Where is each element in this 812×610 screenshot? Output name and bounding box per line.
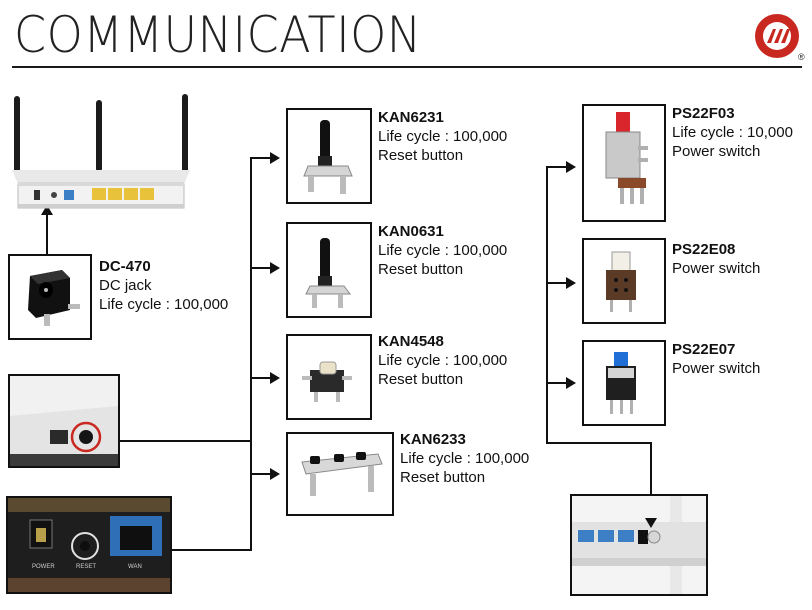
product-name: KAN0631 (378, 223, 444, 240)
connector-reset-trunk (250, 157, 252, 551)
kan0631-image (286, 222, 372, 318)
product-detail: Power switch (672, 360, 761, 377)
product-name: KAN6231 (378, 109, 444, 126)
product-detail: Reset button (400, 469, 486, 486)
product-detail: Life cycle : 100,000 (378, 128, 508, 145)
arrow-up-icon (41, 205, 53, 215)
connector-router-dcjack (46, 212, 48, 254)
product-detail: Reset button (378, 371, 464, 388)
router-back-reset-photo: POWER RESET WAN (6, 496, 172, 594)
ps22e07-image (582, 340, 666, 426)
router-power-button-photo (570, 494, 708, 596)
connector-kan6231 (250, 157, 272, 159)
reset-port-label: RESET (76, 564, 97, 570)
arrow-right-icon (270, 372, 280, 384)
connector-photo-router-back (100, 549, 252, 551)
connector-kan6233 (250, 473, 272, 475)
arrow-right-icon (566, 277, 576, 289)
product-detail: Reset button (378, 147, 464, 164)
connector-ps22e08 (546, 282, 568, 284)
arrow-right-icon (566, 161, 576, 173)
dc470-image (8, 254, 92, 340)
product-detail: Reset button (378, 261, 464, 278)
product-detail: Life cycle : 10,000 (672, 124, 793, 141)
connector-ps22f03 (546, 166, 568, 168)
arrow-down-icon (645, 518, 657, 528)
brand-logo-icon: ® (754, 12, 805, 62)
ps22e08-caption: PS22E08 Power switch (672, 240, 760, 278)
power-port-label: POWER (32, 564, 55, 570)
product-name: PS22F03 (672, 105, 735, 122)
router-image (6, 94, 196, 212)
page-title: COMMUNICATION (14, 6, 422, 64)
arrow-right-icon (270, 468, 280, 480)
product-detail: Power switch (672, 143, 761, 160)
ps22e08-image (582, 238, 666, 324)
connector-photo-router-side (110, 440, 252, 442)
product-name: KAN4548 (378, 333, 444, 350)
connector-ps22e07 (546, 382, 568, 384)
ps22f03-caption: PS22F03 Life cycle : 10,000 Power switch (672, 104, 793, 161)
product-detail: DC jack (99, 277, 152, 294)
kan4548-caption: KAN4548 Life cycle : 100,000 Reset butto… (378, 332, 507, 389)
kan0631-caption: KAN0631 Life cycle : 100,000 Reset butto… (378, 222, 507, 279)
registered-mark: ® (798, 52, 805, 62)
arrow-right-icon (270, 152, 280, 164)
connector-power-trunk (546, 166, 548, 444)
kan6231-image (286, 108, 372, 204)
connector-power-down (650, 442, 652, 520)
product-name: PS22E07 (672, 341, 736, 358)
title-rule (12, 66, 802, 68)
router-side-reset-photo (8, 374, 120, 468)
product-detail: Life cycle : 100,000 (378, 242, 508, 259)
kan6231-caption: KAN6231 Life cycle : 100,000 Reset butto… (378, 108, 507, 165)
kan6233-image (286, 432, 394, 516)
kan6233-caption: KAN6233 Life cycle : 100,000 Reset butto… (400, 430, 529, 487)
product-detail: Life cycle : 100,000 (400, 450, 530, 467)
product-detail: Life cycle : 100,000 (99, 296, 229, 313)
connector-kan0631 (250, 267, 272, 269)
product-name: PS22E08 (672, 241, 736, 258)
product-detail: Life cycle : 100,000 (378, 352, 508, 369)
ps22f03-image (582, 104, 666, 222)
kan4548-image (286, 334, 372, 420)
connector-kan4548 (250, 377, 272, 379)
connector-power-bottom (546, 442, 652, 444)
product-name: DC-470 (99, 258, 151, 275)
arrow-right-icon (566, 377, 576, 389)
wan-port-label: WAN (128, 564, 142, 570)
dc470-caption: DC-470 DC jack Life cycle : 100,000 (99, 257, 228, 314)
ps22e07-caption: PS22E07 Power switch (672, 340, 760, 378)
product-name: KAN6233 (400, 431, 466, 448)
arrow-right-icon (270, 262, 280, 274)
product-detail: Power switch (672, 260, 761, 277)
